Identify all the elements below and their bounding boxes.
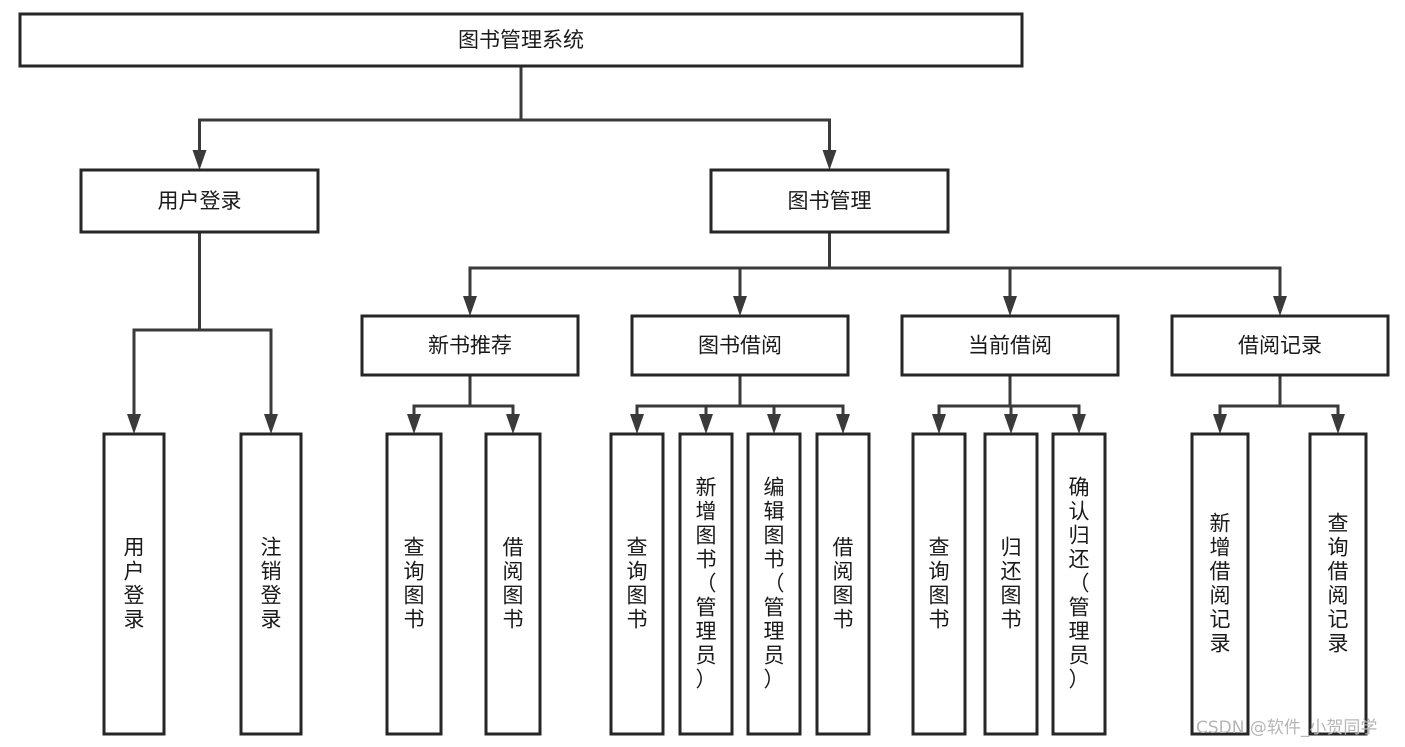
node-label: 借阅图书 [503,536,524,632]
arrow-down-icon [506,414,520,434]
node-box [18,12,1024,68]
node-box [746,432,802,736]
node-user-login[interactable]: 用户登录 [79,168,320,234]
arrow-down-icon [264,414,278,434]
arrow-down-icon [127,414,141,434]
node-label: 编辑图书（管理员） [764,476,785,692]
node-box [983,432,1039,736]
node-label: 归还图书 [1001,536,1022,632]
arrow-down-icon [1003,296,1017,316]
node-current-borrow[interactable]: 当前借阅 [900,314,1120,377]
node-leaf-user-logout[interactable]: 注销登录 [239,432,303,736]
node-leaf-rec-query[interactable]: 查询图书 [385,432,443,736]
node-label: 借阅记录 [1238,334,1322,358]
arrow-down-icon [932,414,946,434]
arrow-down-icon [767,414,781,434]
node-leaf-cb-query[interactable]: 查询图书 [911,432,967,736]
arrow-down-icon [1072,414,1086,434]
arrow-down-icon [1331,414,1345,434]
node-label: 查询图书 [404,536,425,632]
connector-layer [127,64,1345,434]
node-box [1190,432,1250,736]
arrow-down-icon [836,414,850,434]
arrow-down-icon [1213,414,1227,434]
node-label: 查询借阅记录 [1328,512,1349,656]
node-box [609,432,665,736]
node-label: 借阅图书 [833,536,854,632]
node-box [239,432,303,736]
node-box [900,314,1120,377]
node-leaf-user-login[interactable]: 用户登录 [102,432,166,736]
node-leaf-rec-borrow[interactable]: 借阅图书 [484,432,542,736]
arrow-down-icon [407,414,421,434]
node-box [79,168,320,234]
arrow-down-icon [822,150,837,170]
node-leaf-bb-borrow[interactable]: 借阅图书 [815,432,871,736]
node-borrow-record[interactable]: 借阅记录 [1170,314,1390,377]
node-leaf-bb-query[interactable]: 查询图书 [609,432,665,736]
node-box [484,432,542,736]
node-leaf-bb-edit[interactable]: 编辑图书（管理员） [746,432,802,736]
node-box [911,432,967,736]
node-leaf-cb-return[interactable]: 归还图书 [983,432,1039,736]
node-label: 图书管理 [788,189,872,213]
node-box [630,314,850,377]
node-label: 新书推荐 [428,334,512,358]
arrow-down-icon [733,296,747,316]
node-label: 图书管理系统 [458,28,584,52]
node-box [709,168,950,234]
node-label: 用户登录 [124,536,145,632]
node-box [360,314,580,377]
node-label: 确认归还（管理员） [1069,476,1090,692]
node-label: 查询图书 [627,536,648,632]
node-leaf-bb-add[interactable]: 新增图书（管理员） [678,432,734,736]
node-box [815,432,871,736]
arrow-down-icon [192,150,207,170]
node-box [385,432,443,736]
watermark-label: CSDN @软件_小贺同学 [1196,718,1377,738]
node-box [1308,432,1368,736]
node-box [678,432,734,736]
node-label: 注销登录 [261,536,282,632]
node-label: 当前借阅 [968,334,1052,358]
arrow-down-icon [1004,414,1018,434]
node-box [102,432,166,736]
node-label: 新增图书（管理员） [696,476,717,692]
node-label: 新增借阅记录 [1210,512,1231,656]
node-root[interactable]: 图书管理系统 [18,12,1024,68]
node-box [1170,314,1390,377]
arrow-down-icon [699,414,713,434]
node-leaf-br-query[interactable]: 查询借阅记录 [1308,432,1368,736]
arrow-down-icon [630,414,644,434]
node-leaf-cb-confirm[interactable]: 确认归还（管理员） [1051,432,1107,736]
arrow-down-icon [463,296,477,316]
node-label: 查询图书 [929,536,950,632]
node-new-book-rec[interactable]: 新书推荐 [360,314,580,377]
node-layer: 图书管理系统用户登录图书管理新书推荐图书借阅当前借阅借阅记录用户登录注销登录查询… [18,12,1390,736]
node-label: 图书借阅 [698,334,782,358]
node-box [1051,432,1107,736]
node-label: 用户登录 [158,189,242,213]
node-book-borrow[interactable]: 图书借阅 [630,314,850,377]
arrow-down-icon [1273,296,1287,316]
node-book-manage[interactable]: 图书管理 [709,168,950,234]
node-leaf-br-add[interactable]: 新增借阅记录 [1190,432,1250,736]
